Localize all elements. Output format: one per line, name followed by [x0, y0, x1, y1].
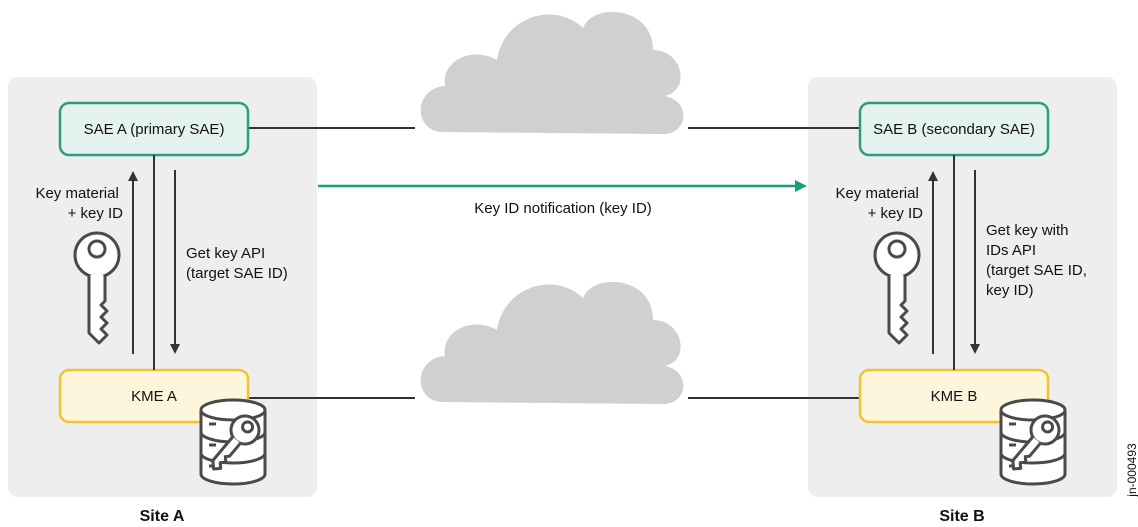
sae-b-label: SAE B (secondary SAE): [873, 121, 1035, 138]
bottom-cloud-icon: [420, 281, 684, 405]
site-b-database-key-icon: [999, 398, 1067, 486]
kme-a-label: KME A: [131, 388, 177, 405]
site-a-up-label: Key material + key ID: [35, 185, 123, 222]
site-a-database-key-icon: [199, 398, 267, 486]
kme-b-label: KME B: [931, 388, 978, 405]
key-id-notification-label: Key ID notification (key ID): [474, 200, 652, 217]
site-a-down-label: Get key API (target SAE ID): [186, 245, 288, 282]
top-cloud-icon: [420, 11, 684, 135]
site-b-label: Site B: [939, 508, 984, 525]
site-a-label: Site A: [140, 508, 185, 525]
site-b-up-label: Key material + key ID: [835, 185, 923, 222]
sae-a-label: SAE A (primary SAE): [84, 121, 225, 138]
figure-id: jn-000493: [1125, 443, 1138, 498]
site-b-down-label: Get key with IDs API (target SAE ID, key…: [986, 222, 1091, 299]
